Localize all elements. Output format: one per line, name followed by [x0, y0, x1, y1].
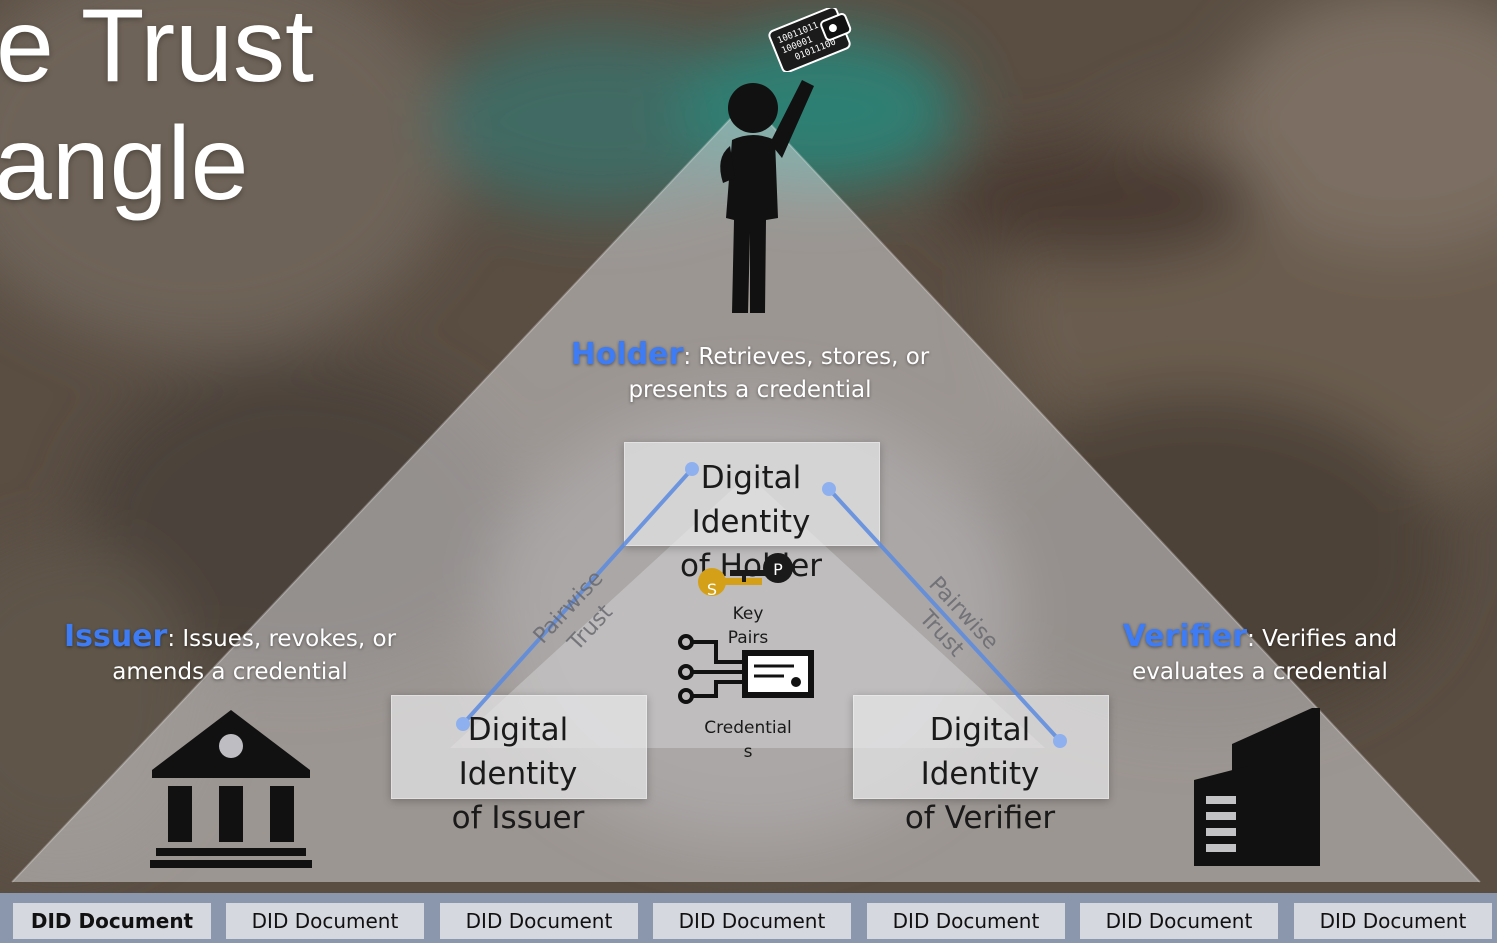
verifier-role-desc2: evaluates a credential	[1132, 659, 1388, 685]
trust-node-verifier	[1053, 734, 1067, 748]
verifier-identity-box	[853, 695, 1109, 799]
did-document-4: DID Document	[653, 903, 851, 939]
key-pairs-label: Key Pairs	[708, 602, 788, 650]
did-document-6: DID Document	[1080, 903, 1278, 939]
slide-title-line1: e Trust	[0, 0, 314, 104]
trust-node-holder-left	[685, 462, 699, 476]
issuer-role-desc2: amends a credential	[112, 659, 348, 685]
verifier-identity-line1: Digital	[929, 712, 1031, 748]
verifier-identity-line3: of Verifier	[904, 800, 1056, 836]
slide-title-line2: angle	[0, 106, 249, 222]
holder-identity-box	[624, 442, 880, 546]
credential-certificate-icon	[678, 634, 814, 704]
issuer-role-desc1: : Issues, revokes, or	[167, 626, 397, 652]
pairwise-trust-line-left	[461, 467, 694, 726]
holder-identity-label: Digital Identity of Holder	[624, 456, 878, 588]
verifier-identity-label: Digital Identity of Verifier	[853, 708, 1107, 840]
holder-role-desc2: presents a credential	[628, 377, 872, 403]
holder-role-desc1: : Retrieves, stores, or	[683, 344, 930, 370]
issuer-identity-box	[391, 695, 647, 799]
person-icon	[720, 80, 814, 313]
issuer-identity-line1: Digital	[467, 712, 569, 748]
did-document-2: DID Document	[226, 903, 424, 939]
holder-role-text: Holder: Retrieves, stores, or presents a…	[520, 338, 980, 407]
did-document-5: DID Document	[867, 903, 1065, 939]
key-pair-icon: S P	[698, 553, 793, 599]
issuer-role-text: Issuer: Issues, revokes, or amends a cre…	[30, 620, 430, 689]
holder-identity-line2: Identity	[691, 504, 811, 540]
credentials-label: Credential s	[698, 716, 798, 764]
secret-key-letter: S	[707, 580, 717, 599]
verifier-role-desc1: : Verifies and	[1247, 626, 1398, 652]
verifier-role-text: Verifier: Verifies and evaluates a crede…	[1080, 620, 1440, 689]
key-pairs-label-line1: Key	[732, 604, 764, 624]
verifier-identity-line2: Identity	[920, 756, 1040, 792]
trust-node-holder-right	[822, 482, 836, 496]
issuer-identity-line2: Identity	[458, 756, 578, 792]
issuer-role-name: Issuer	[63, 619, 168, 654]
bank-icon	[150, 710, 312, 868]
did-document-7: DID Document	[1294, 903, 1492, 939]
credentials-label-line1: Credential	[704, 718, 792, 738]
credentials-label-line2: s	[743, 742, 753, 762]
verifier-role-name: Verifier	[1122, 619, 1248, 654]
issuer-identity-label: Digital Identity of Issuer	[391, 708, 645, 840]
did-document-1: DID Document	[13, 903, 211, 939]
digital-wallet-icon: 10011011 100001 01011100	[768, 8, 852, 72]
holder-role-name: Holder	[570, 337, 684, 372]
holder-identity-line1: Digital	[700, 460, 802, 496]
key-pairs-label-line2: Pairs	[727, 628, 769, 648]
did-document-3: DID Document	[440, 903, 638, 939]
office-building-icon	[1194, 708, 1320, 866]
trust-node-issuer	[456, 717, 470, 731]
public-key-letter: P	[773, 560, 783, 579]
pairwise-trust-line-right	[827, 487, 1062, 743]
issuer-identity-line3: of Issuer	[451, 800, 585, 836]
